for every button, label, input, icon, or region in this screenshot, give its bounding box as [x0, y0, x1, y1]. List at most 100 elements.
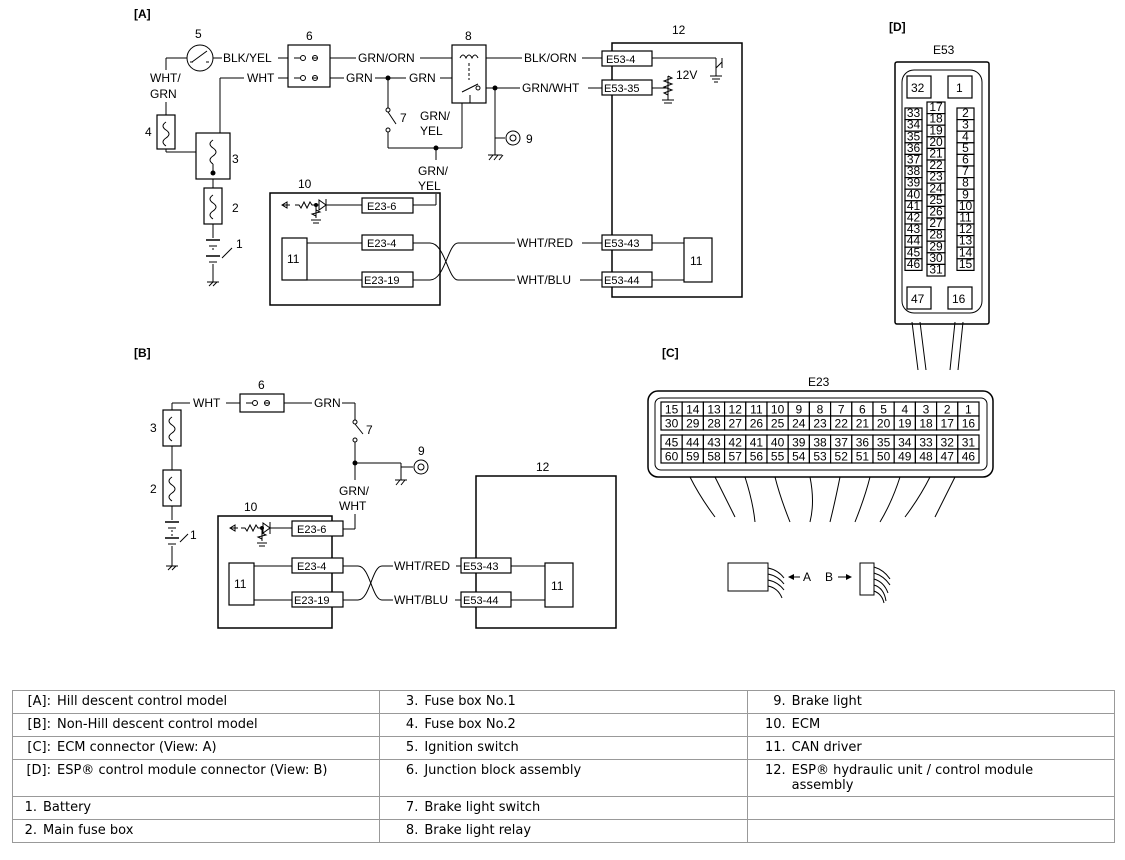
view-a-label: A [803, 570, 811, 584]
e53-pin-27: 27 [929, 216, 943, 230]
e23-pin-2: 2 [944, 403, 951, 417]
e23-pin-47: 47 [941, 450, 955, 464]
svg-text:9: 9 [418, 444, 425, 458]
connector-c-name: E23 [808, 375, 830, 389]
svg-text:12: 12 [536, 460, 550, 474]
legend-number: 9. [773, 694, 786, 709]
e23-pin-32: 32 [941, 436, 955, 450]
legend-number: [A]: [27, 694, 51, 709]
legend-text: Fuse box No.2 [424, 717, 516, 732]
callout-7: 7 [400, 111, 407, 125]
e23-pin-40: 40 [771, 436, 785, 450]
e53-pin-15: 15 [959, 257, 973, 271]
legend-number: 10. [764, 717, 786, 732]
wire-label-wht-blu-a: WHT/BLU [517, 273, 571, 287]
legend-text: Battery [43, 800, 92, 815]
svg-text:11: 11 [551, 579, 564, 593]
e23-pin-12: 12 [729, 403, 743, 417]
wire-label-blk-yel: BLK/YEL [223, 51, 272, 65]
e23-pin-53: 53 [813, 450, 827, 464]
e23-pin-24: 24 [792, 417, 806, 431]
e53-pin-35: 35 [907, 129, 921, 143]
callout-9: 9 [526, 132, 533, 146]
wire-label-grn-yel-b1: GRN/ [418, 164, 449, 178]
wire-label-grn-a1: GRN [346, 71, 373, 85]
wire-label-grn-wht-b2: WHT [339, 499, 367, 513]
callout-4: 4 [145, 125, 152, 139]
legend-number: 1. [24, 800, 37, 815]
e23-pin-13: 13 [707, 403, 721, 417]
legend-text: Non-Hill descent control model [57, 717, 258, 732]
e53-pin-8: 8 [962, 176, 969, 190]
legend-row: [C]: ECM connector (View: A) 5. Ignition sw… [11, 736, 1116, 760]
wire-label-wht-b: WHT [193, 396, 221, 410]
svg-text:E53-44: E53-44 [604, 275, 639, 287]
callout-1: 1 [236, 237, 243, 251]
fuse-box-2-icon [156, 114, 176, 150]
e23-pin-37: 37 [835, 436, 849, 450]
e23-pin-57: 57 [729, 450, 743, 464]
section-a-label: [A] [134, 7, 151, 21]
svg-text:1: 1 [956, 81, 963, 95]
legend-cell [746, 796, 1116, 820]
legend-text: ECM connector (View: A) [57, 740, 217, 755]
legend-text: Hill descent control model [57, 694, 228, 709]
svg-text:E23-19: E23-19 [364, 275, 399, 287]
brake-light-icon-b [413, 459, 429, 475]
legend-cell: 5. Ignition switch [379, 736, 748, 760]
legend-number: [B]: [27, 717, 51, 732]
e53-pin-21: 21 [929, 147, 943, 161]
e53-pin-45: 45 [907, 245, 921, 259]
e23-pin-50: 50 [877, 450, 891, 464]
svg-text:11: 11 [690, 254, 703, 268]
e23-pin-42: 42 [729, 436, 743, 450]
legend-cell: 10.ECM [746, 713, 1116, 737]
legend-text: Ignition switch [424, 740, 519, 755]
svg-text:E23-6: E23-6 [367, 201, 396, 213]
e53-pin-20: 20 [929, 135, 943, 149]
e23-pin-4: 4 [901, 403, 908, 417]
view-b-plug-icon [859, 562, 891, 604]
legend-text: Brake light relay [424, 823, 532, 838]
e53-pin-36: 36 [907, 141, 921, 155]
legend-number: 5. [405, 740, 419, 755]
esp-connector-e53 [894, 61, 990, 371]
connector-d-name: E53 [933, 43, 955, 57]
e23-pin-45: 45 [665, 436, 679, 450]
e53-pin-40: 40 [907, 187, 921, 201]
e23-pin-29: 29 [686, 417, 700, 431]
e23-pin-25: 25 [771, 417, 785, 431]
legend-cell: 11.CAN driver [746, 736, 1116, 760]
legend-cell: [C]: ECM connector (View: A) [11, 736, 381, 760]
esp-unit-box [611, 42, 743, 298]
e23-pin-52: 52 [835, 450, 849, 464]
svg-text:E23-6: E23-6 [297, 524, 326, 536]
svg-text:E53-4: E53-4 [606, 54, 635, 66]
e23-pin-30: 30 [665, 417, 679, 431]
legend-number: [C]: [27, 740, 51, 755]
legend-text: ESP® hydraulic unit / control module ass… [791, 763, 1034, 793]
legend-text: Main fuse box [43, 823, 134, 838]
legend-cell: 9. Brake light [746, 690, 1116, 714]
view-a-plug-icon [727, 562, 785, 599]
e23-pin-34: 34 [898, 436, 912, 450]
e53-pin-22: 22 [929, 158, 943, 172]
e53-pin-37: 37 [907, 153, 921, 167]
battery-icon [206, 239, 220, 287]
e53-pin-3: 3 [962, 118, 969, 132]
e53-pin-14: 14 [959, 245, 973, 259]
e53-pin-25: 25 [929, 193, 943, 207]
svg-text:7: 7 [366, 423, 373, 437]
e23-pin-54: 54 [792, 450, 806, 464]
legend-cell [746, 819, 1116, 843]
legend-text: Brake light [791, 694, 862, 709]
e53-pin-11: 11 [959, 211, 972, 225]
e53-pin-18: 18 [929, 112, 943, 126]
e23-pin-9: 9 [795, 403, 802, 417]
e23-pin-17: 17 [941, 417, 955, 431]
e53-pin-2: 2 [962, 106, 969, 120]
e53-pin-26: 26 [929, 205, 943, 219]
